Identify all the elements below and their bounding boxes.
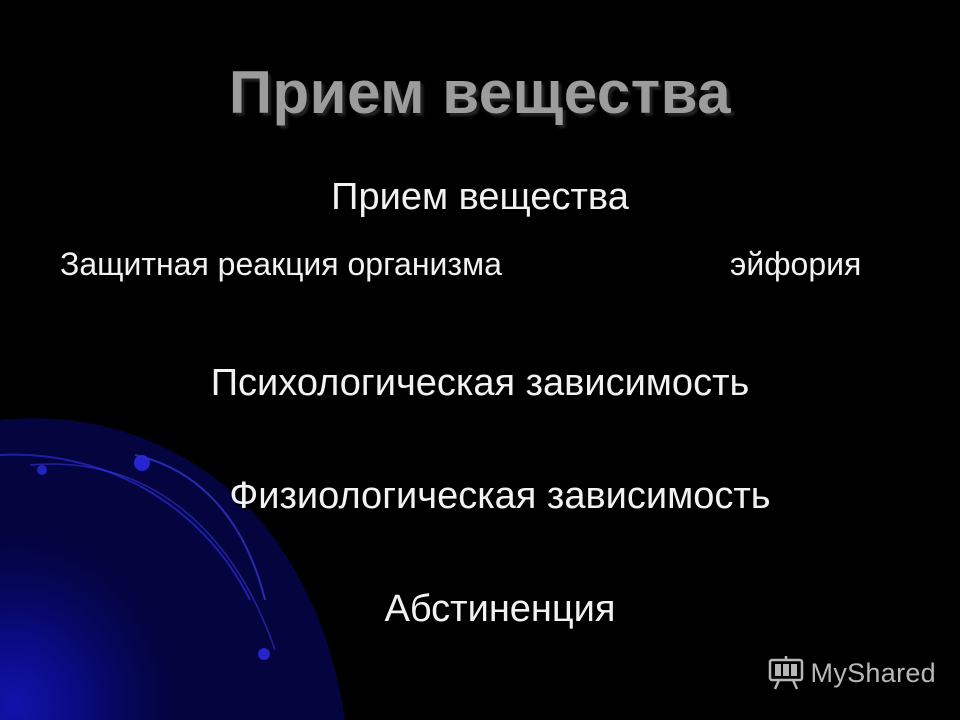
- decor-dot-3: [258, 648, 270, 660]
- watermark-text: MyShared: [810, 657, 936, 688]
- step-euphoria: эйфория: [730, 246, 862, 282]
- watermark: MyShared: [767, 656, 936, 690]
- decor-dot-1: [134, 455, 150, 471]
- step-psychological-dependence: Психологическая зависимость: [210, 362, 750, 404]
- step-substance-intake: Прием вещества: [331, 176, 629, 218]
- presentation-icon: [768, 656, 803, 690]
- step-physiological-dependence: Физиологическая зависимость: [229, 475, 771, 517]
- step-defensive-reaction: Защитная реакция организма: [60, 246, 502, 282]
- slide-title: Прием вещества: [228, 59, 732, 126]
- step-abstinence: Абстиненция: [384, 588, 616, 630]
- decor-dot-2: [37, 465, 47, 475]
